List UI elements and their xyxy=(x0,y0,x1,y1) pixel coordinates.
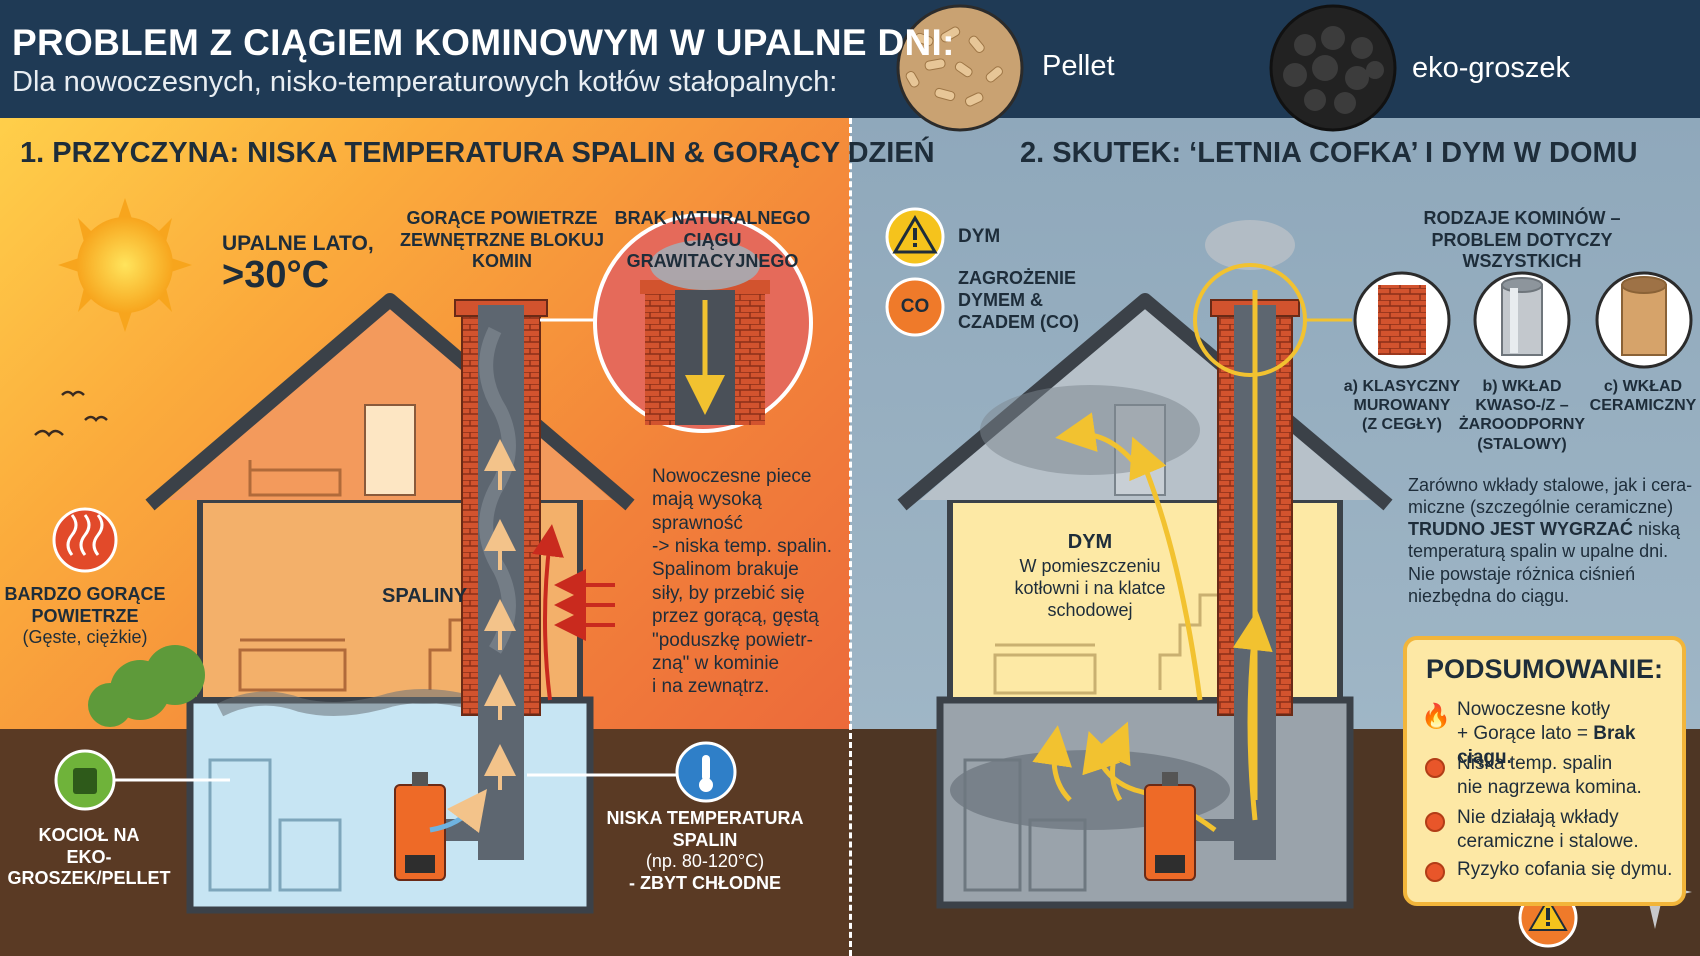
steel-liner-icon xyxy=(1473,271,1571,369)
page-subtitle: Dla nowoczesnych, nisko-temperaturowych … xyxy=(12,66,838,98)
hot-air-pressure-arrows xyxy=(532,524,615,701)
brick-chimney-icon xyxy=(1353,271,1451,369)
exhaust-label: SPALINY xyxy=(382,585,468,607)
summary-item-4: Ryzyko cofania się dymu. xyxy=(1457,859,1673,880)
birds-icon xyxy=(34,390,108,438)
hot-air-icon xyxy=(52,507,118,573)
bullet-icon xyxy=(1425,862,1445,882)
header-bar xyxy=(0,0,1700,118)
bullet-icon xyxy=(1425,812,1445,832)
ceramic-liner-icon xyxy=(1595,271,1693,369)
page-title: PROBLEM Z CIĄGIEM KOMINOWYM W UPALNE DNI… xyxy=(12,22,955,63)
co-badge: CO xyxy=(900,296,930,317)
warning-icon xyxy=(885,207,945,267)
effect-title: 2. SKUTEK: ‘LETNIA COFKA’ I DYM W DOMU xyxy=(1020,137,1638,169)
coal-icon xyxy=(1269,4,1397,132)
bush-icon xyxy=(88,645,205,727)
thermometer-icon xyxy=(527,741,737,803)
boiler-icon xyxy=(54,749,230,811)
liners-note: Zarówno wkłady stalowe, jak i cera-miczn… xyxy=(1408,475,1693,606)
fire-icon: 🔥 xyxy=(1421,703,1451,730)
chimney-types-title: RODZAJE KOMINÓW –PROBLEM DOTYCZY WSZYSTK… xyxy=(1423,208,1621,272)
summer-label: UPALNE LATO, xyxy=(222,232,374,255)
backdraft-arrows xyxy=(1032,290,1273,833)
cause-chimney xyxy=(430,299,548,860)
smoke-label: DYM xyxy=(958,226,1001,247)
cause-title: 1. PRZYCZYNA: NISKA TEMPERATURA SPALIN &… xyxy=(20,137,935,169)
cause-boiler xyxy=(394,772,488,881)
summary-title: PODSUMOWANIE: xyxy=(1425,654,1663,684)
summary-box: PODSUMOWANIE: 🔥 Nowoczesne kotły + Gorąc… xyxy=(1403,636,1686,906)
pellet-icon xyxy=(896,4,1024,132)
panel-divider xyxy=(849,118,852,956)
summary-item-1: Nowoczesne kotły + Gorące lato = Brak ci… xyxy=(1457,699,1636,768)
no-draft-zoom xyxy=(593,213,813,433)
co-icon xyxy=(885,277,945,337)
fuel-label-coal: eko-groszek xyxy=(1412,52,1570,84)
summer-temp: >30°C xyxy=(222,254,330,296)
bullet-icon xyxy=(1425,758,1445,778)
liners-note-bold: TRUDNO JEST WYGRZAĆ xyxy=(1408,519,1633,540)
effect-boiler xyxy=(1144,772,1196,881)
fuel-label-pellet: Pellet xyxy=(1042,50,1115,82)
sun-icon xyxy=(58,198,192,332)
